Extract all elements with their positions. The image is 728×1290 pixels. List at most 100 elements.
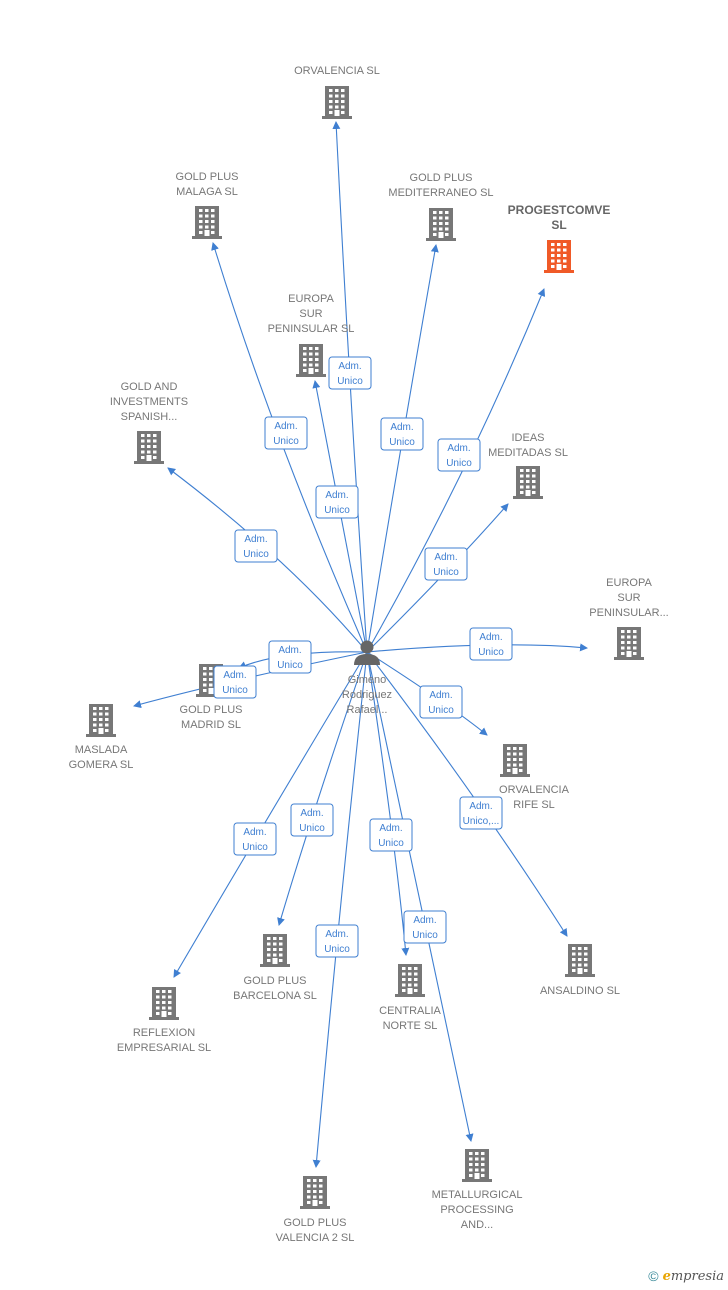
company-label: GOLD PLUS (284, 1217, 347, 1229)
edge-label-text: Unico (277, 660, 303, 671)
edge-label-reflexion[interactable]: Adm.Unico (233, 822, 277, 856)
edge-label-orvalencia-tenerife[interactable]: Adm. Unico (419, 685, 463, 719)
company-label: GOLD AND (121, 381, 178, 393)
building-icon (300, 1176, 330, 1209)
edge-label-text: Adm. (413, 915, 436, 926)
edge-label-maslada[interactable]: Adm.Unico (213, 665, 257, 699)
edge-line-gold-investments (167, 467, 368, 653)
company-label: EUROPA (288, 293, 334, 305)
company-node-metallurgical[interactable]: METALLURGICALPROCESSINGAND... (432, 1149, 523, 1231)
company-node-orvalencia-tenerife[interactable]: ORVALENCIA RIFE SL (499, 744, 570, 811)
edge-label-text: Unico (243, 549, 269, 560)
edge-label-text: Adm. (278, 645, 301, 656)
company-label: PENINSULAR... (589, 607, 668, 619)
company-label: SUR (299, 308, 322, 320)
edge-label-text: Adm. (244, 534, 267, 545)
edge-label-text: Adm. (243, 827, 266, 838)
company-label: ORVALENCIA SL (294, 65, 380, 77)
building-icon (86, 704, 116, 737)
company-node-ansaldino[interactable]: ANSALDINO SL (540, 944, 620, 997)
edge-label-gold-barcelona[interactable]: Adm. Unico (290, 803, 334, 837)
edge-label-gold-investments[interactable]: Adm. Unico (234, 529, 278, 563)
company-label: EMPRESARIAL SL (117, 1042, 211, 1054)
edge-label-gold-mediterraneo[interactable]: Adm.Unico (380, 417, 424, 451)
building-icon (134, 431, 164, 464)
building-icon (513, 466, 543, 499)
edge-label-text: Adm. (300, 808, 323, 819)
edge-labels-layer: Adm.UnicoAdm.UnicoAdm.UnicoAdm.UnicoAdm.… (213, 356, 513, 958)
edge-label-progestcomve[interactable]: Adm.Unico (437, 438, 481, 472)
building-icon (614, 627, 644, 660)
company-node-gold-valencia2[interactable]: GOLD PLUS VALENCIA 2 SL (276, 1176, 355, 1244)
edge-line-orvalencia (332, 121, 368, 653)
company-label: IDEAS (511, 432, 544, 444)
company-label: MALAGA SL (176, 186, 238, 198)
person-label: Rodriguez (342, 689, 392, 701)
company-label: PROGESTCOMVE (508, 203, 611, 217)
brand-logo: empresia (662, 1268, 724, 1284)
edge-label-orvalencia[interactable]: Adm. Unico (328, 356, 372, 390)
company-label: MEDITERRANEO SL (388, 187, 493, 199)
edge-label-text: Unico (273, 436, 299, 447)
company-label: SUR (617, 592, 640, 604)
company-label: SPANISH... (121, 411, 178, 423)
company-node-europa-sur-1[interactable]: EUROPA SUR PENINSULAR SL (268, 293, 355, 377)
company-node-europa-sur-2[interactable]: EUROPA SUR PENINSULAR... (589, 577, 669, 660)
edges-layer (133, 121, 588, 1168)
edge-label-text: Unico (478, 647, 504, 658)
footer-brand: © empresia (648, 1268, 724, 1284)
edge-label-text: Unico (389, 437, 415, 448)
edge-label-text: Unico (337, 376, 363, 387)
building-icon (544, 240, 574, 273)
edge-label-ansaldino[interactable]: Adm.Unico,... (459, 796, 503, 830)
person-label: Rafael... (347, 704, 388, 716)
edge-label-europa-sur-1[interactable]: Adm.Unico (315, 485, 359, 519)
company-node-orvalencia[interactable]: ORVALENCIA SL (294, 65, 380, 119)
company-label: EUROPA (606, 577, 652, 589)
company-label: PENINSULAR SL (268, 323, 355, 335)
company-label: METALLURGICAL (432, 1189, 523, 1201)
center-person-node[interactable]: GimenoRodriguezRafael... (342, 640, 392, 717)
edge-label-metallurgical[interactable]: Adm.Unico (403, 910, 447, 944)
edge-line-gold-valencia2 (312, 651, 368, 1168)
edge-label-ideas-meditadas[interactable]: Adm. Unico (424, 547, 468, 581)
edge-label-text: Unico,... (463, 816, 500, 827)
edge-label-europa-sur-2[interactable]: Adm.Unico (469, 627, 513, 661)
company-label: VALENCIA 2 SL (276, 1232, 355, 1244)
building-icon (500, 744, 530, 777)
edge-label-text: Adm. (379, 823, 402, 834)
company-label: MEDITADAS SL (488, 447, 568, 459)
edge-label-text: Adm. (338, 361, 361, 372)
edge-label-gold-madrid[interactable]: Adm. Unico (268, 640, 312, 674)
edge-label-centralia[interactable]: Adm.Unico (369, 818, 413, 852)
edge-label-text: Unico (433, 567, 459, 578)
company-label: BARCELONA SL (233, 990, 317, 1002)
company-label: ORVALENCIA (499, 784, 570, 796)
edge-label-text: Unico (428, 705, 454, 716)
company-node-ideas-meditadas[interactable]: IDEAS MEDITADAS SL (488, 432, 568, 499)
edge-label-text: Adm. (429, 690, 452, 701)
company-label: PROCESSING (440, 1204, 513, 1216)
building-icon (296, 344, 326, 377)
company-label: RIFE SL (513, 799, 555, 811)
company-node-gold-investments[interactable]: GOLD AND INVESTMENTS SPANISH... (110, 381, 188, 464)
company-label: INVESTMENTS (110, 396, 188, 408)
edge-label-gold-malaga[interactable]: Adm.Unico (264, 416, 308, 450)
edge-label-text: Adm. (325, 490, 348, 501)
edge-label-text: Adm. (434, 552, 457, 563)
edge-label-text: Unico (299, 823, 325, 834)
company-label: ANSALDINO SL (540, 985, 620, 997)
edge-label-gold-valencia2[interactable]: Adm.Unico (315, 924, 359, 958)
building-icon (192, 206, 222, 239)
building-icon (260, 934, 290, 967)
edge-label-text: Unico (222, 685, 248, 696)
company-label: GOMERA SL (69, 759, 134, 771)
